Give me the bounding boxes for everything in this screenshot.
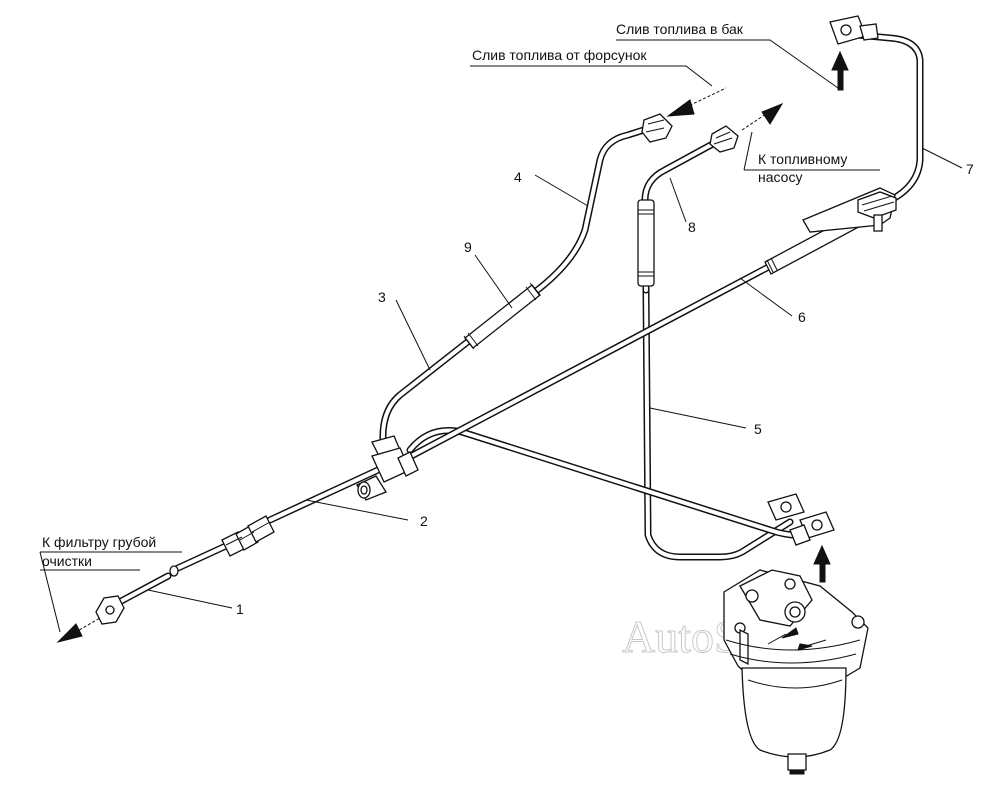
part-number-3: 3 xyxy=(378,289,386,305)
part-number-4: 4 xyxy=(514,169,522,185)
label-drain-to-tank: Слив топлива в бак xyxy=(616,21,744,37)
tank-drain-fitting xyxy=(829,15,879,45)
arrow-from-injectors xyxy=(666,87,727,117)
part-number-2: 2 xyxy=(420,513,428,529)
fuel-pump-nut xyxy=(709,125,739,153)
tube-5 xyxy=(642,286,794,561)
tee-fitting xyxy=(356,435,419,501)
label-to-fuel-pump-2: насосу xyxy=(758,169,802,185)
tube-3-return xyxy=(406,427,812,539)
tube-2 xyxy=(174,466,382,572)
mounting-bracket xyxy=(802,187,897,233)
filter-banjo-fitting-2 xyxy=(789,511,835,546)
label-to-fuel-pump-1: К топливному xyxy=(758,151,847,167)
part-number-9: 9 xyxy=(464,239,472,255)
injector-drain-nut xyxy=(641,113,673,143)
part-number-5: 5 xyxy=(754,421,762,437)
tube-3-9-4 xyxy=(379,124,654,444)
inlet-nut xyxy=(95,595,125,625)
union-fitting xyxy=(221,515,275,557)
arrow-filter-head xyxy=(767,627,827,651)
filter-banjo-fitting-1 xyxy=(767,493,805,521)
hose-9 xyxy=(463,282,541,350)
arrow-to-tank xyxy=(831,50,849,91)
label-drain-from-injectors: Слив топлива от форсунок xyxy=(472,47,647,63)
arrow-inlet xyxy=(56,617,101,643)
part-number-8: 8 xyxy=(688,219,696,235)
part-number-1: 1 xyxy=(236,601,244,617)
tube-end-cap xyxy=(169,565,179,577)
tube-1 xyxy=(108,572,172,610)
tube-8 xyxy=(641,136,724,294)
part-number-7: 7 xyxy=(966,161,974,177)
label-to-coarse-filter-1: К фильтру грубой xyxy=(42,534,156,550)
tube-7 xyxy=(854,31,924,209)
hose-8-sleeve xyxy=(637,199,655,287)
arrow-to-fuel-pump xyxy=(741,102,784,131)
arrow-filter-outlet xyxy=(813,544,831,583)
leader-lines xyxy=(39,39,963,633)
fine-fuel-filter xyxy=(723,569,869,775)
part-number-6: 6 xyxy=(798,309,806,325)
label-to-coarse-filter-2: очистки xyxy=(42,553,92,569)
